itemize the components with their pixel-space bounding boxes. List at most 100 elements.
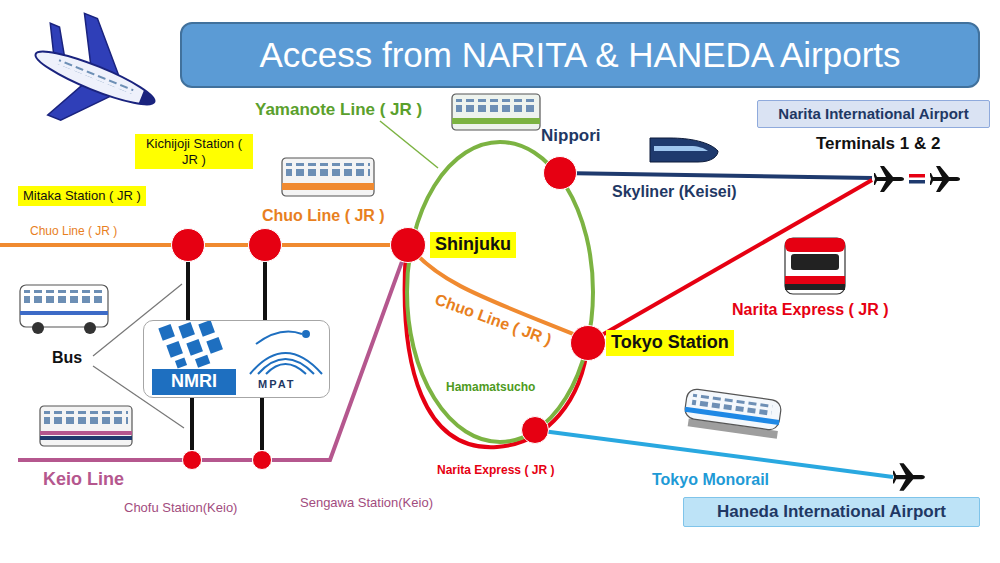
monorail-line (535, 430, 893, 477)
keio-train (40, 436, 132, 440)
chuo-train (282, 158, 374, 196)
line-name: Tokyo Monorail (652, 470, 769, 489)
keio-train (40, 406, 132, 446)
nmri-logo-mark (178, 322, 195, 339)
bus-connector (263, 262, 267, 320)
narita-express-curve (405, 250, 588, 447)
rail-connector (272, 262, 402, 460)
bus-illustration (32, 322, 44, 334)
station-circle (390, 227, 426, 263)
nmri-logo-mark (198, 320, 215, 337)
haneda-plane-icon (892, 463, 925, 491)
mpat-logo-mark (250, 331, 322, 374)
logo-box: NMRI MPAT (143, 320, 330, 398)
station-node: Shinjuku (390, 227, 426, 263)
nmri-logo-mark (195, 355, 210, 368)
line-name: Yamanote Line ( JR ) (255, 100, 422, 120)
monorail-train (685, 407, 780, 425)
station-node: Nippori (543, 156, 577, 190)
mpat-logo-mark (250, 353, 322, 374)
station-circle (543, 156, 577, 190)
keio-train (44, 411, 128, 426)
station-node: Sengawa Station(Keio) (252, 450, 272, 470)
line-name: Chuo Line ( JR ) (262, 206, 385, 225)
monorail-train (684, 388, 782, 431)
mpat-logo-mark (303, 331, 309, 337)
mode-label: Bus (52, 348, 82, 367)
narita-express-line (588, 180, 872, 343)
line-name: Chuo Line ( JR ) (30, 224, 117, 238)
terminal-label: Terminals 1 & 2 (816, 134, 940, 154)
skyliner-train (650, 138, 718, 162)
station-circle (172, 229, 205, 262)
station-circle (248, 228, 282, 262)
logo-text: MPAT (258, 378, 296, 391)
station-node: Chofu Station(Keio) (182, 450, 202, 470)
line-name: Narita Express ( JR ) (732, 300, 889, 319)
narita-express-train (791, 254, 839, 270)
bus-illustration (20, 285, 108, 334)
station-circle (171, 228, 205, 262)
airport-box: Narita International AirportTerminals 1 … (757, 100, 990, 128)
keio-train (40, 431, 132, 435)
title-banner: Access from NARITA & HANEDA Airports (180, 22, 980, 88)
narita-plane-icons (909, 180, 925, 184)
narita-express-train (785, 238, 845, 252)
station-node: Mitaka Station ( JR ) (171, 228, 205, 262)
logo-text: NMRI (152, 369, 236, 395)
yamanote-train (452, 118, 540, 124)
station-node: Kichijoji Station ( JR ) (248, 228, 282, 262)
station-label: Sengawa Station(Keio) (300, 495, 433, 511)
station-label: Mitaka Station ( JR ) (18, 186, 146, 206)
station-label: Chofu Station(Keio) (124, 500, 237, 516)
chuo-train (282, 158, 374, 196)
mpat-logo-mark (266, 364, 306, 374)
station-circle (522, 417, 549, 444)
skyliner-train (654, 146, 708, 151)
line-name: Skyliner (Keisei) (612, 182, 737, 201)
skyliner-line (560, 173, 872, 178)
station-label: Nippori (541, 126, 601, 146)
station-circle (521, 416, 549, 444)
station-node: Hamamatsucho (521, 416, 549, 444)
station-circle (253, 451, 272, 470)
monorail-train (683, 388, 782, 439)
line-name: Chuo Line ( JR ) (432, 290, 554, 350)
chuo-train (282, 183, 374, 190)
narita-express-train (785, 284, 845, 290)
nmri-logo-mark (206, 337, 223, 354)
narita-plane-icons (873, 166, 960, 192)
airplane-illustration (139, 90, 157, 108)
title-text: Access from NARITA & HANEDA Airports (259, 35, 900, 75)
line-name: Narita Express ( JR ) (437, 463, 554, 477)
skyliner-train (650, 138, 718, 162)
yamanote-train (456, 99, 536, 114)
airplane-illustration (16, 2, 175, 150)
yamanote-leader (380, 121, 438, 168)
airport-name: Narita International Airport (778, 105, 968, 123)
chuo-line-stub (0, 243, 188, 247)
station-label: Tokyo Station (606, 330, 734, 356)
rail-connector (205, 243, 248, 247)
bus-connector (186, 262, 190, 320)
chuo-train (286, 163, 370, 178)
bus-illustration (20, 285, 108, 327)
narita-plane-icons (909, 174, 925, 178)
station-circle (249, 229, 282, 262)
station-circle (570, 325, 606, 361)
station-label: Kichijoji Station ( JR ) (135, 134, 253, 169)
airport-name: Haneda International Airport (717, 502, 946, 522)
station-circle (391, 228, 426, 263)
mpat-logo-mark (258, 359, 314, 374)
station-circle (252, 450, 272, 470)
narita-express-train (785, 238, 845, 294)
nmri-logo-mark (175, 358, 187, 369)
station-circle (182, 450, 202, 470)
bus-connector (260, 398, 264, 450)
station-node: Tokyo Station (570, 325, 606, 361)
keio-train (40, 406, 132, 446)
nmri-logo-mark (166, 341, 183, 358)
haneda-plane-icon (892, 463, 925, 491)
nmri-logo-mark (158, 324, 175, 341)
yamanote-train (452, 94, 540, 130)
